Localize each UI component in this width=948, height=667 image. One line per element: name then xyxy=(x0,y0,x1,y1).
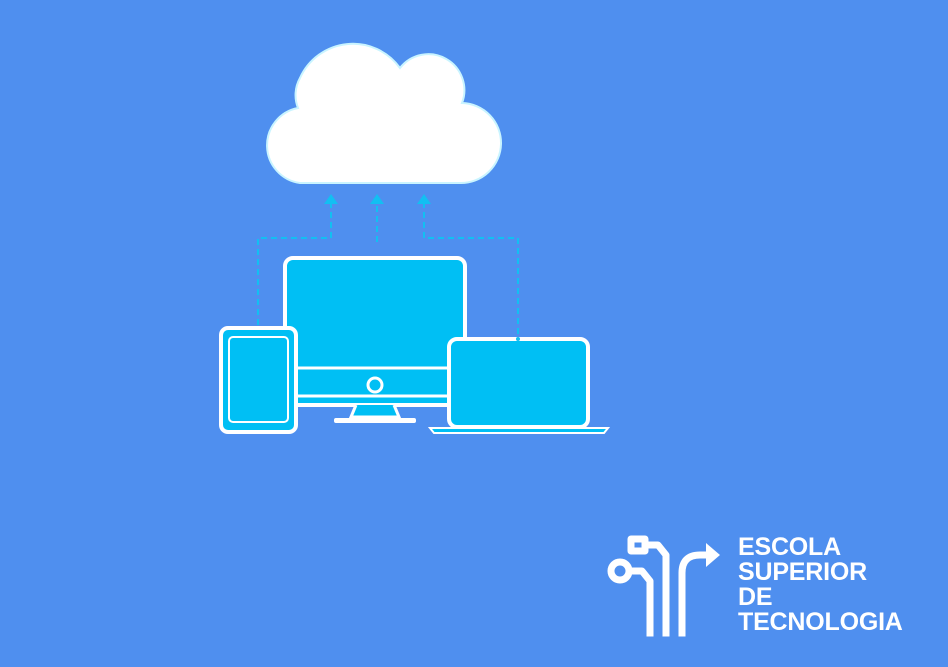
sync-connectors xyxy=(257,204,519,334)
brand-line-3: DE TECNOLOGIA xyxy=(738,583,903,636)
circuit-arrow-logo-icon xyxy=(607,535,720,637)
arrow-up-icon xyxy=(324,194,338,204)
tablet-connector xyxy=(257,204,332,325)
laptop-connector xyxy=(423,204,519,334)
arrow-up-icon xyxy=(417,194,431,204)
arrow-up-icon xyxy=(324,194,431,204)
brand-wordmark: ESCOLA SUPERIOR DE TECNOLOGIA xyxy=(738,535,936,635)
brand-logo: ESCOLA SUPERIOR DE TECNOLOGIA xyxy=(606,533,936,643)
desktop-monitor-icon xyxy=(283,256,467,423)
cloud-icon xyxy=(266,42,502,185)
arrow-up-icon xyxy=(370,194,384,204)
brand-line-1: ESCOLA xyxy=(738,533,841,561)
tablet-icon xyxy=(219,326,298,434)
brand-line-2: SUPERIOR xyxy=(738,558,867,586)
laptop-icon xyxy=(427,337,611,434)
